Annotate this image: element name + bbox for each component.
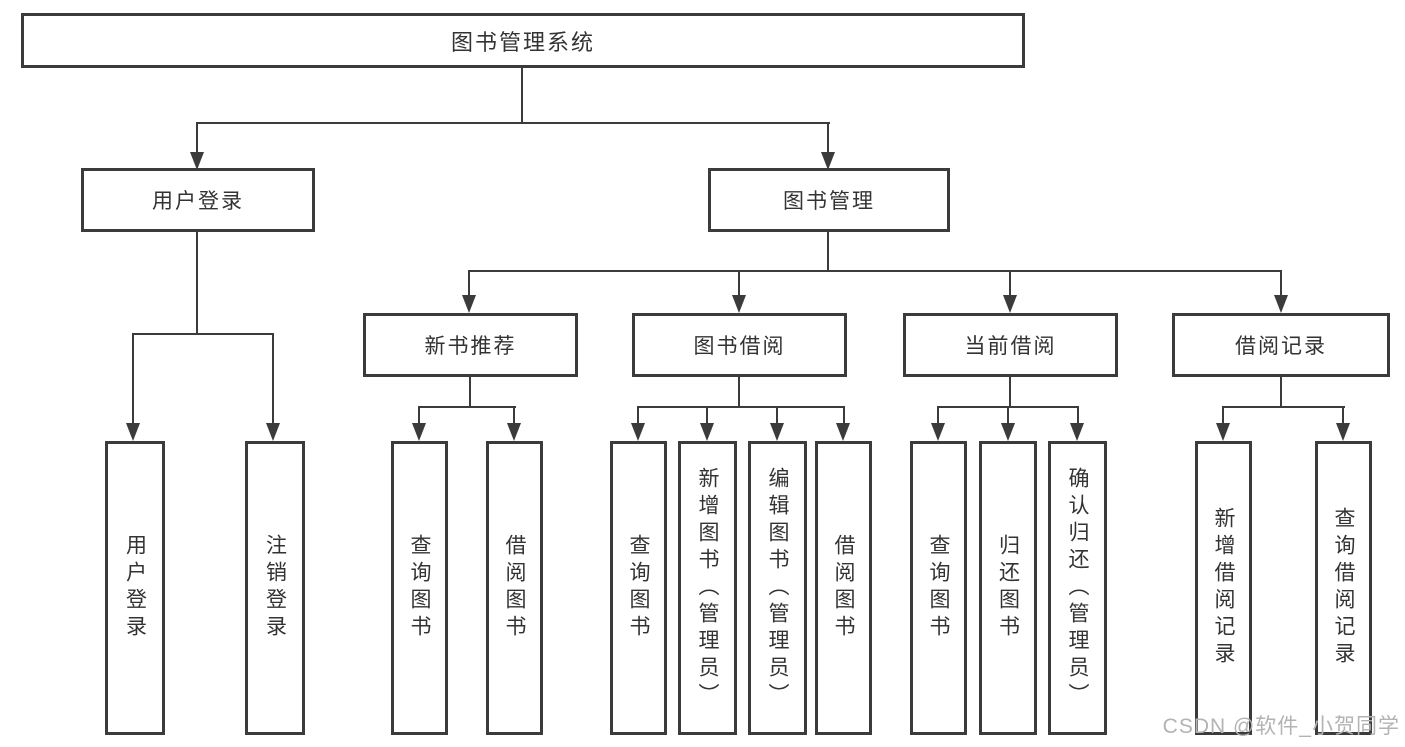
leaf-logout: 注销登录 <box>245 441 305 735</box>
connector-line <box>418 406 516 408</box>
node-label: 图书管理 <box>783 190 875 213</box>
arrowhead-down <box>732 295 746 313</box>
node-label: 图书管理系统 <box>450 29 595 55</box>
node-borrowing-records: 借阅记录 <box>1172 313 1390 377</box>
connector-line <box>1280 270 1282 297</box>
connector-line <box>1077 406 1079 424</box>
leaf-label: 借阅图书 <box>503 534 526 642</box>
leaf-add-borrow-record: 新增借阅记录 <box>1195 441 1252 735</box>
connector-line <box>469 377 471 408</box>
connector-line <box>272 333 274 424</box>
connector-line <box>937 406 939 424</box>
node-label: 当前借阅 <box>964 335 1057 358</box>
connector-line <box>196 232 198 335</box>
node-label: 用户登录 <box>152 190 244 213</box>
node-book-borrowing: 图书借阅 <box>632 313 847 377</box>
leaf-label: 查询图书 <box>927 534 950 642</box>
node-user-login: 用户登录 <box>81 168 315 232</box>
arrowhead-down <box>931 423 945 441</box>
connector-line <box>521 68 523 124</box>
leaf-label: 用户登录 <box>123 534 147 642</box>
connector-line <box>468 270 1282 272</box>
leaf-label: 新增借阅记录 <box>1212 507 1235 669</box>
arrowhead-down <box>1003 295 1017 313</box>
connector-line <box>827 232 829 272</box>
connector-line <box>706 406 708 424</box>
leaf-edit-books-admin: 编辑图书（管理员） <box>748 441 807 735</box>
connector-line <box>1342 406 1344 424</box>
connector-line <box>1280 377 1282 408</box>
leaf-confirm-return-admin: 确认归还（管理员） <box>1048 441 1107 735</box>
arrowhead-down <box>821 152 835 170</box>
connector-line <box>196 122 198 153</box>
leaf-label: 借阅图书 <box>832 534 855 642</box>
connector-line <box>1009 377 1011 408</box>
connector-line <box>196 122 830 124</box>
node-new-book-recommendation: 新书推荐 <box>363 313 578 377</box>
node-library-management-system: 图书管理系统 <box>21 13 1025 68</box>
connector-line <box>738 270 740 297</box>
connector-line <box>513 406 515 424</box>
connector-line <box>1222 406 1345 408</box>
leaf-query-books-current: 查询图书 <box>910 441 967 735</box>
connector-line <box>132 333 134 424</box>
arrowhead-down <box>126 423 140 441</box>
arrowhead-down <box>266 423 280 441</box>
arrowhead-down <box>700 423 714 441</box>
arrowhead-down <box>1336 423 1350 441</box>
arrowhead-down <box>462 295 476 313</box>
connector-line <box>1007 406 1009 424</box>
arrowhead-down <box>412 423 426 441</box>
leaf-label: 注销登录 <box>263 534 287 642</box>
leaf-user-login: 用户登录 <box>105 441 165 735</box>
arrowhead-down <box>836 423 850 441</box>
node-label: 图书借阅 <box>693 335 786 358</box>
node-book-management: 图书管理 <box>708 168 950 232</box>
connector-line <box>776 406 778 424</box>
leaf-label: 编辑图书（管理员） <box>766 466 789 710</box>
connector-line <box>637 406 845 408</box>
connector-line <box>1009 270 1011 297</box>
arrowhead-down <box>631 423 645 441</box>
node-label: 借阅记录 <box>1235 335 1327 358</box>
leaf-label: 新增图书（管理员） <box>696 466 719 710</box>
connector-line <box>1222 406 1224 424</box>
leaf-add-books-admin: 新增图书（管理员） <box>678 441 737 735</box>
connector-line <box>418 406 420 424</box>
leaf-label: 查询图书 <box>627 534 650 642</box>
node-current-borrowing: 当前借阅 <box>903 313 1118 377</box>
connector-line <box>738 377 740 408</box>
connector-line <box>132 333 274 335</box>
leaf-query-books-recommend: 查询图书 <box>391 441 448 735</box>
connector-line <box>468 270 470 297</box>
arrowhead-down <box>1001 423 1015 441</box>
leaf-label: 确认归还（管理员） <box>1066 466 1089 710</box>
arrowhead-down <box>190 152 204 170</box>
leaf-label: 归还图书 <box>996 534 1020 642</box>
csdn-watermark: CSDN @软件_小贺同学 <box>1162 715 1400 738</box>
arrowhead-down <box>770 423 784 441</box>
leaf-borrow-books: 借阅图书 <box>815 441 872 735</box>
arrowhead-down <box>1070 423 1084 441</box>
leaf-query-borrow-record: 查询借阅记录 <box>1315 441 1372 735</box>
arrowhead-down <box>1274 295 1288 313</box>
leaf-borrow-books-recommend: 借阅图书 <box>486 441 543 735</box>
leaf-return-books: 归还图书 <box>979 441 1037 735</box>
connector-line <box>637 406 639 424</box>
leaf-query-books-borrowing: 查询图书 <box>610 441 667 735</box>
leaf-label: 查询图书 <box>408 534 431 642</box>
arrowhead-down <box>507 423 521 441</box>
connector-line <box>827 122 829 153</box>
leaf-label: 查询借阅记录 <box>1332 507 1355 669</box>
connector-line <box>843 406 845 424</box>
node-label: 新书推荐 <box>424 335 517 358</box>
arrowhead-down <box>1216 423 1230 441</box>
